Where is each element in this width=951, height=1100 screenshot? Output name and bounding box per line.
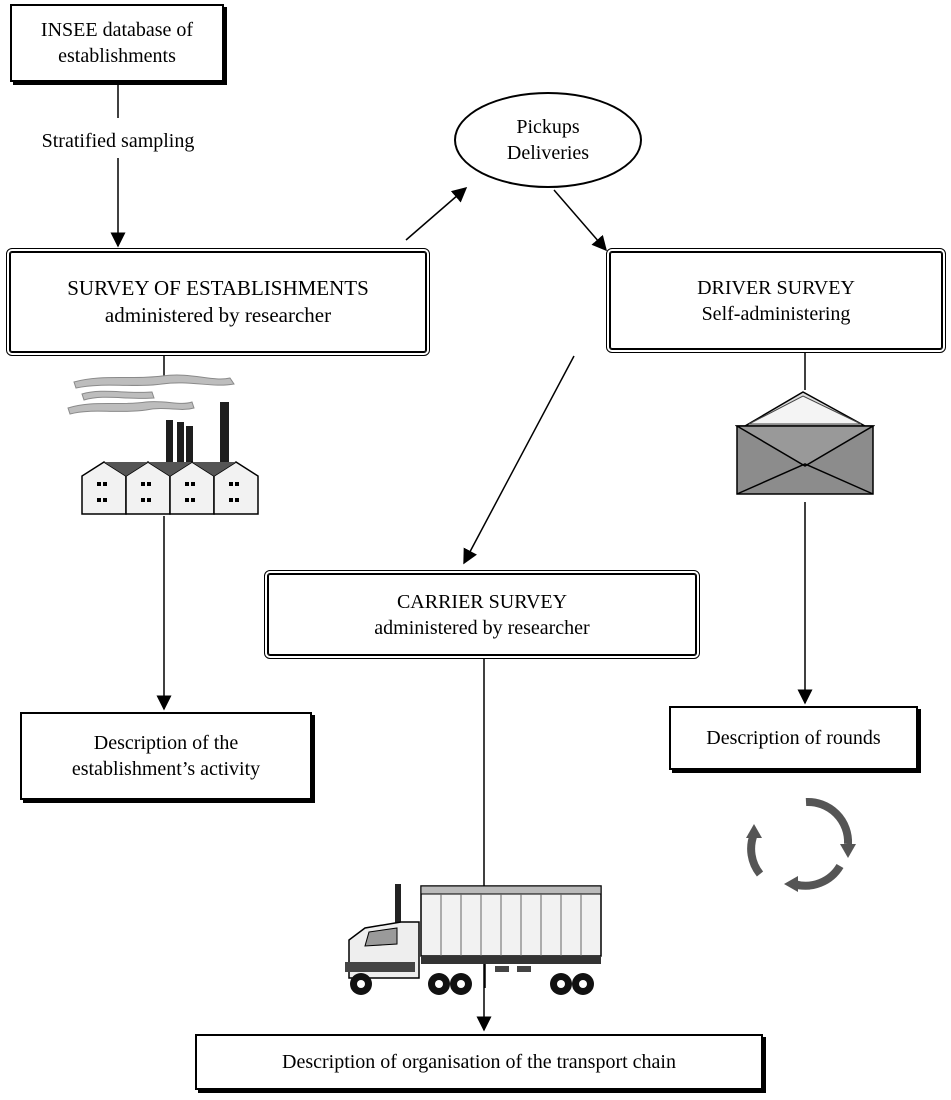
- cycle-arrows-icon: [746, 797, 856, 892]
- pickups-line1: Pickups: [516, 116, 580, 138]
- driver-survey-title: DRIVER SURVEY: [697, 276, 855, 299]
- arrow-driver-to-carrier: [463, 355, 575, 565]
- envelope-icon: [735, 391, 875, 495]
- survey-establishments-box: SURVEY OF ESTABLISHMENTS administered by…: [6, 248, 430, 356]
- survey-establishments-title: SURVEY OF ESTABLISHMENTS: [67, 275, 369, 300]
- description-rounds-box: Description of rounds: [669, 706, 918, 770]
- description-rounds-text: Description of rounds: [706, 727, 881, 749]
- arrow-establishments-to-pickups: [405, 187, 468, 241]
- factory-icon: [67, 374, 259, 515]
- pickups-line2: Deliveries: [506, 142, 590, 164]
- stratified-sampling-label: Stratified sampling: [41, 130, 195, 152]
- survey-establishments-subtitle: administered by researcher: [104, 303, 332, 327]
- insee-line2: establishments: [58, 45, 176, 67]
- truck-icon: [345, 884, 602, 995]
- description-chain-text: Description of organisation of the trans…: [282, 1051, 676, 1073]
- arrow-pickups-to-driver: [553, 189, 607, 252]
- carrier-survey-box: CARRIER SURVEY administered by researche…: [264, 570, 700, 659]
- pickups-deliveries-ellipse: Pickups Deliveries: [454, 92, 642, 188]
- driver-survey-subtitle: Self-administering: [701, 302, 851, 325]
- driver-survey-box: DRIVER SURVEY Self-administering: [606, 248, 946, 353]
- insee-database-box: INSEE database of establishments: [10, 4, 224, 82]
- carrier-survey-title: CARRIER SURVEY: [396, 590, 568, 613]
- description-activity-box: Description of the establishment’s activ…: [20, 712, 312, 800]
- carrier-survey-subtitle: administered by researcher: [374, 616, 590, 639]
- description-chain-box: Description of organisation of the trans…: [195, 1034, 763, 1090]
- insee-line1: INSEE database of: [40, 19, 194, 41]
- description-activity-line2: establishment’s activity: [71, 758, 261, 780]
- description-activity-line1: Description of the: [93, 732, 239, 754]
